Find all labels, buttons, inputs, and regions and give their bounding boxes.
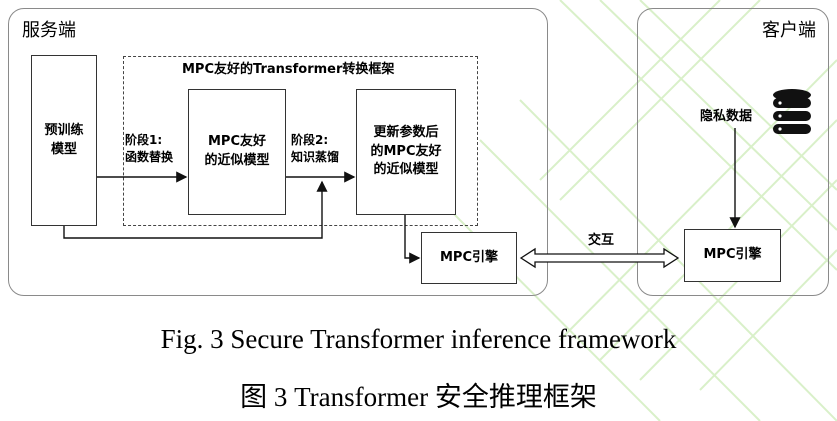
caption-chinese: 图 3 Transformer 安全推理框架 xyxy=(240,382,597,412)
server-title: 服务端 xyxy=(22,20,76,41)
private-data-label: 隐私数据 xyxy=(700,109,753,124)
updated-mpc-approx-model-box[interactable]: 更新参数后 的MPC友好 的近似模型 xyxy=(356,89,456,215)
stage1-label: 阶段1: 函数替换 xyxy=(125,133,174,165)
client-title: 客户端 xyxy=(762,20,816,41)
mpc-engine-client-box[interactable]: MPC引擎 xyxy=(684,229,781,282)
caption-english: Fig. 3 Secure Transformer inference fram… xyxy=(160,324,677,354)
framework-title: MPC友好的Transformer转换框架 xyxy=(182,62,395,77)
mpc-engine-server-box[interactable]: MPC引擎 xyxy=(421,232,517,284)
mpc-approx-model-box[interactable]: MPC友好 的近似模型 xyxy=(188,89,286,215)
client-region xyxy=(637,8,829,296)
pretrained-model-box[interactable]: 预训练 模型 xyxy=(31,55,97,226)
interaction-label: 交互 xyxy=(588,233,615,248)
stage2-label: 阶段2: 知识蒸馏 xyxy=(291,133,340,165)
server-region xyxy=(8,8,548,296)
